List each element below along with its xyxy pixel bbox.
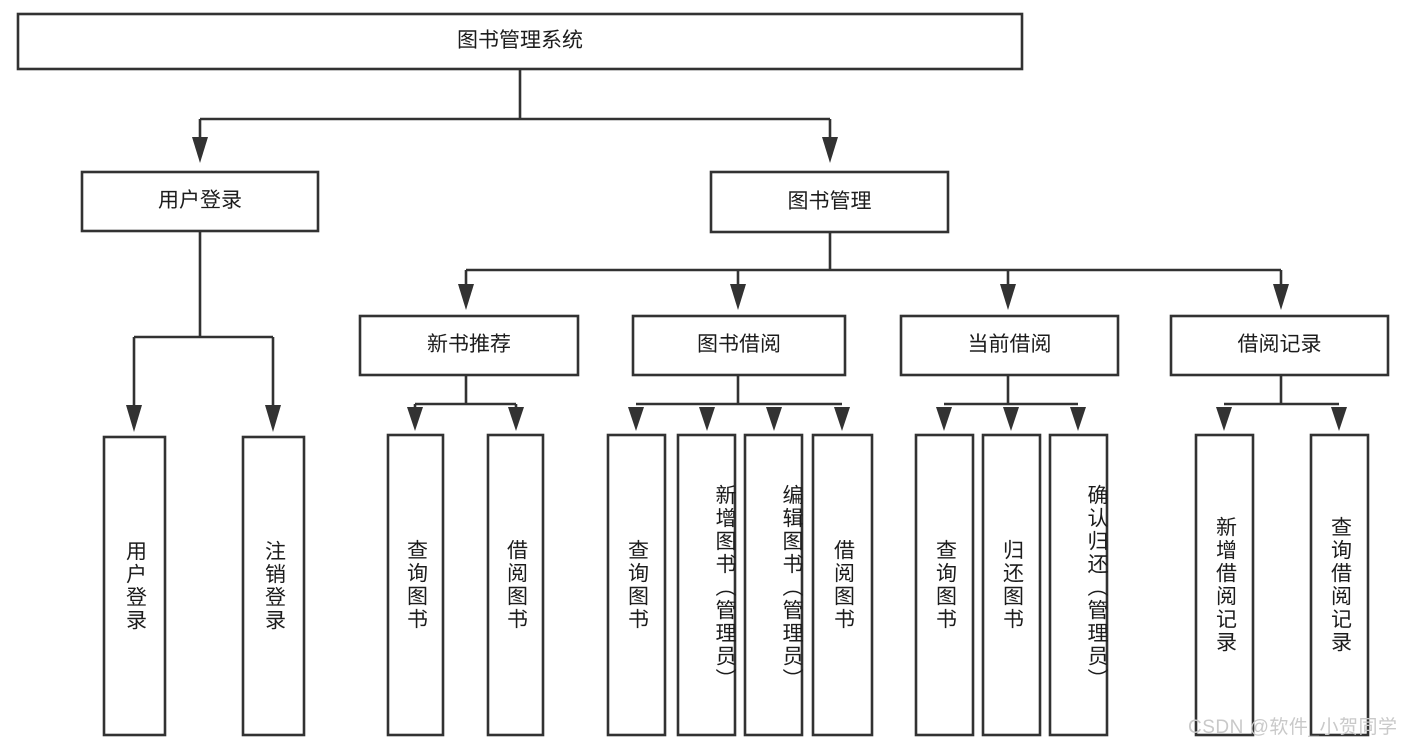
node-box-leaf-borrow-book-2[interactable] xyxy=(811,433,874,737)
node-box-leaf-query-record[interactable] xyxy=(1309,433,1370,737)
arrowhead-leaf-edit-book xyxy=(766,407,782,431)
node-box-leaf-edit-book[interactable] xyxy=(743,433,804,737)
arrowhead-leaf-borrow-book-2 xyxy=(834,407,850,431)
arrowhead-borrow-record xyxy=(1273,284,1289,310)
arrowhead-book-manage xyxy=(822,137,838,163)
node-box-leaf-query-book-1[interactable] xyxy=(386,433,445,737)
arrowhead-leaf-logout xyxy=(265,405,281,432)
node-box-leaf-borrow-book-1[interactable] xyxy=(486,433,545,737)
arrowhead-leaf-add-record xyxy=(1216,407,1232,431)
node-box-user-login[interactable] xyxy=(80,170,320,233)
node-box-leaf-logout[interactable] xyxy=(241,435,306,737)
node-box-leaf-query-book-3[interactable] xyxy=(914,433,975,737)
node-box-leaf-user-login[interactable] xyxy=(102,435,167,737)
node-box-current-borrow[interactable] xyxy=(899,314,1120,377)
arrowhead-leaf-query-book-3 xyxy=(936,407,952,431)
arrowhead-current-borrow xyxy=(1000,284,1016,310)
node-box-leaf-return-book[interactable] xyxy=(981,433,1042,737)
arrowhead-leaf-user-login xyxy=(126,405,142,432)
node-box-leaf-confirm-return[interactable] xyxy=(1048,433,1109,737)
node-box-leaf-add-record[interactable] xyxy=(1194,433,1255,737)
arrowhead-user-login xyxy=(192,137,208,163)
node-box-root[interactable] xyxy=(16,12,1024,71)
node-box-new-book-recommend[interactable] xyxy=(358,314,580,377)
node-box-book-borrow[interactable] xyxy=(631,314,847,377)
arrowhead-leaf-query-record xyxy=(1331,407,1347,431)
node-box-borrow-record[interactable] xyxy=(1169,314,1390,377)
arrowhead-leaf-query-book-1 xyxy=(407,407,423,431)
arrowhead-leaf-add-book xyxy=(699,407,715,431)
arrowhead-leaf-confirm-return xyxy=(1070,407,1086,431)
arrowhead-leaf-query-book-2 xyxy=(628,407,644,431)
node-box-leaf-query-book-2[interactable] xyxy=(606,433,667,737)
arrowhead-book-borrow xyxy=(730,284,746,310)
node-box-leaf-add-book[interactable] xyxy=(676,433,737,737)
arrowhead-new-book-recommend xyxy=(458,284,474,310)
node-box-book-manage[interactable] xyxy=(709,170,950,234)
arrowhead-leaf-return-book xyxy=(1003,407,1019,431)
csdn-watermark: CSDN @软件_小贺同学 xyxy=(1188,717,1398,738)
arrowhead-leaf-borrow-book-1 xyxy=(508,407,524,431)
